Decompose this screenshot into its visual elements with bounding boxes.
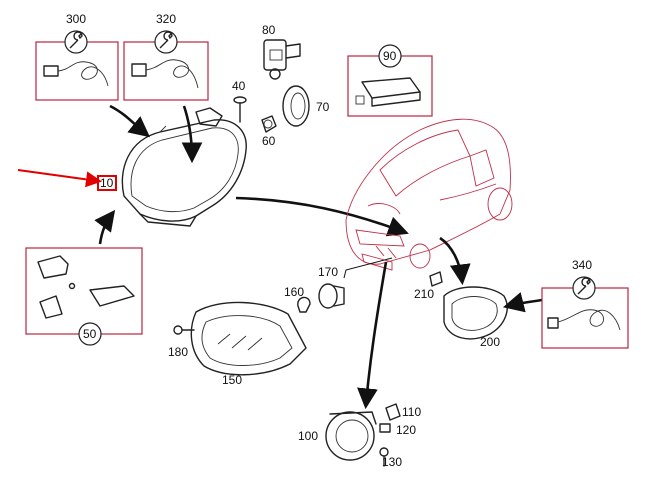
kit-340[interactable]: 340 — [541, 258, 629, 349]
arrow-320-to-headlamp — [181, 105, 203, 164]
kit-320[interactable]: 320 — [123, 12, 209, 101]
callout-200[interactable]: 200 — [480, 335, 500, 349]
part-130-screw[interactable]: 130 — [379, 447, 402, 469]
callout-130[interactable]: 130 — [382, 455, 402, 469]
callout-340[interactable]: 340 — [572, 258, 592, 272]
part-80-actuator[interactable]: 80 — [262, 23, 301, 80]
vehicle-outline — [345, 118, 513, 271]
part-10-headlamp[interactable]: 10 — [97, 107, 247, 227]
callout-160[interactable]: 160 — [284, 285, 304, 299]
callout-110[interactable]: 110 — [402, 405, 421, 419]
kit-300[interactable]: 300 — [35, 12, 119, 101]
connector-shape — [43, 65, 59, 77]
wrench-icon — [572, 276, 596, 300]
arrow-car-to-200 — [439, 236, 471, 286]
kit-90[interactable]: 90 — [347, 44, 433, 117]
arrow-50-to-headlamp — [94, 209, 116, 245]
arrow-340-to-200 — [502, 292, 543, 313]
callout-120[interactable]: 120 — [396, 423, 416, 437]
part-70-seal-ring[interactable]: 70 — [282, 85, 330, 127]
part-60-bulb[interactable]: 60 — [261, 115, 277, 148]
part-160-bulb[interactable]: 160 — [284, 285, 311, 313]
callout-90[interactable]: 90 — [383, 49, 397, 63]
part-180-screw[interactable]: 180 — [168, 325, 195, 359]
kit-50[interactable]: 50 — [25, 247, 143, 346]
callout-170[interactable]: 170 — [318, 265, 338, 279]
callout-300[interactable]: 300 — [66, 12, 86, 26]
arrow-car-to-100 — [357, 261, 388, 410]
part-100-fog-lamp[interactable]: 100 — [298, 411, 377, 461]
part-110-bulb[interactable]: 110 — [385, 403, 421, 421]
callout-10[interactable]: 10 — [100, 176, 114, 190]
connector-shape — [131, 63, 147, 77]
callout-320[interactable]: 320 — [156, 12, 176, 26]
callout-150[interactable]: 150 — [222, 373, 242, 387]
callout-180[interactable]: 180 — [168, 345, 188, 359]
arrow-headlamp-to-car — [235, 196, 409, 237]
wrench-icon — [154, 30, 178, 54]
callout-80[interactable]: 80 — [262, 23, 276, 37]
highlight-arrow — [17, 169, 102, 188]
callout-50[interactable]: 50 — [83, 327, 97, 341]
callout-40[interactable]: 40 — [232, 79, 246, 93]
part-170-socket[interactable]: 170 — [318, 265, 345, 309]
wire-harness-shape — [57, 61, 109, 87]
leader-170 — [343, 257, 393, 279]
part-150-fog-light[interactable]: 150 — [190, 301, 307, 387]
part-120-clip[interactable]: 120 — [379, 423, 416, 437]
callout-210[interactable]: 210 — [414, 287, 434, 301]
callout-60[interactable]: 60 — [262, 134, 276, 148]
callout-70[interactable]: 70 — [316, 100, 330, 114]
wire-harness-shape — [145, 59, 199, 89]
part-210-bulb[interactable]: 210 — [414, 271, 443, 301]
part-200-side-lamp[interactable]: 200 — [443, 286, 508, 349]
callout-100[interactable]: 100 — [298, 429, 318, 443]
arrow-300-to-headlamp — [109, 104, 151, 138]
wrench-icon — [64, 30, 88, 54]
part-40-screw[interactable]: 40 — [232, 79, 247, 123]
